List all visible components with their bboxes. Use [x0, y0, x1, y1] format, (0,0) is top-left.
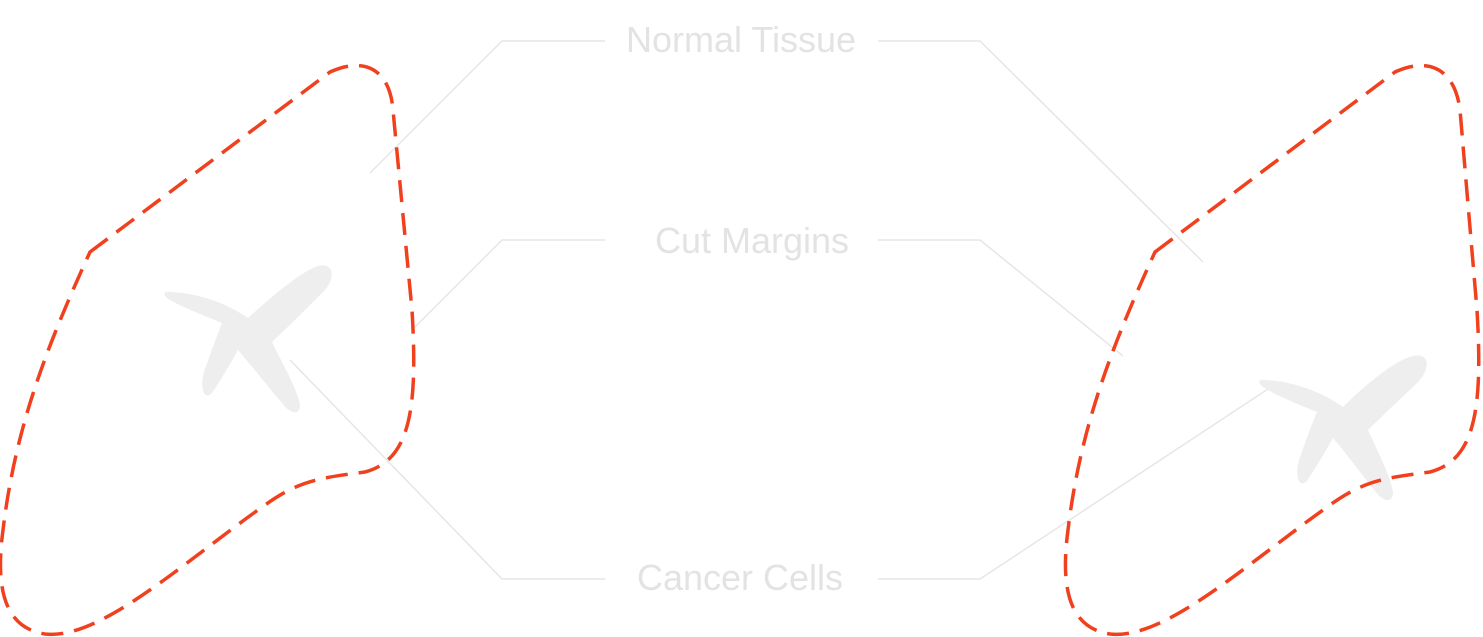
left-margin-outline — [0, 63, 416, 636]
normal-tissue-leader-left — [369, 40, 605, 174]
cancer-cell-icon — [1259, 355, 1427, 501]
right-margin-outline — [1063, 63, 1481, 636]
left-specimen — [0, 63, 416, 636]
right-specimen — [1063, 63, 1481, 636]
normal-tissue-label: Normal Tissue — [626, 19, 856, 60]
cancer-cells-leader-left — [289, 359, 605, 580]
cancer-cells-leader-right — [878, 388, 1269, 580]
cut-margins-leader-right — [878, 239, 1124, 357]
cancer-cells-label: Cancer Cells — [637, 557, 843, 598]
labels: Normal Tissue Cut Margins Cancer Cells — [626, 19, 856, 598]
cut-margins-label: Cut Margins — [655, 220, 849, 261]
cut-margins-leader-left — [413, 239, 605, 329]
cancer-cell-icon — [164, 265, 332, 413]
leader-lines — [289, 40, 1269, 580]
normal-tissue-leader-right — [878, 40, 1204, 263]
